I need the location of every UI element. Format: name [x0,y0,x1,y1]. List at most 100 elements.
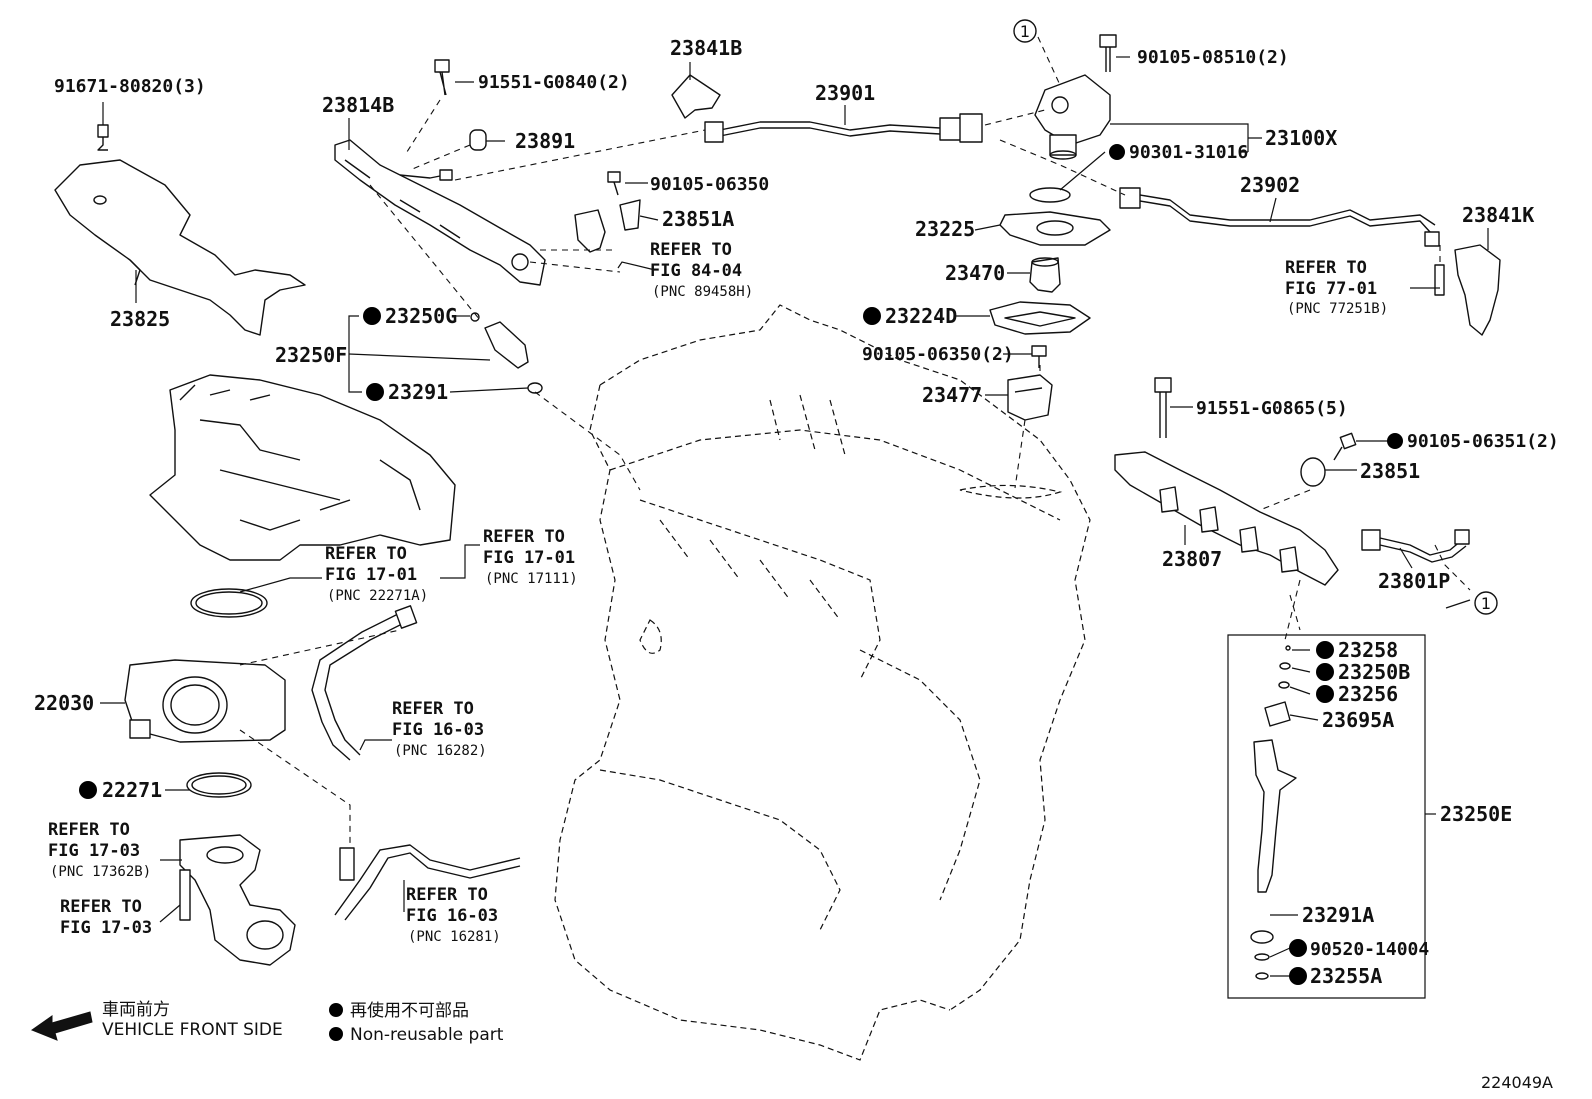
part-number-label: 23470 [945,261,1005,285]
non-reusable-dot [363,307,381,325]
part-number-label: 23250E [1440,802,1512,826]
bolt-part [607,171,621,196]
part-number-label: 22030 [34,691,94,715]
part-number-label: 23695A [1322,708,1394,732]
svg-text:1: 1 [1020,22,1030,41]
svg-text:FIG 17-03: FIG 17-03 [48,841,140,861]
bolt-part [1154,377,1172,438]
non-reusable-dot [1387,433,1403,449]
fuel-pipe-23901 [704,113,983,143]
svg-text:(PNC 17362B): (PNC 17362B) [50,864,151,880]
reference-marker-1: 1 [1474,591,1498,615]
part-number-label: 23224D [885,304,957,328]
refer-to-fig-17-03-lower[interactable]: REFER TO FIG 17-03 [60,897,152,938]
front-arrow-icon [30,1011,93,1041]
non-reusable-legend: 再使用不可部品 Non-reusable part [329,1000,504,1045]
part-number-label: 23891 [515,129,575,153]
throttle-body-part [124,659,286,743]
svg-text:FIG 77-01: FIG 77-01 [1285,279,1377,299]
dashed-leaders [239,36,1471,845]
part-labels: 91671-80820(3) 23825 23814B 91551-G0840(… [34,36,1559,988]
svg-text:(PNC 89458H): (PNC 89458H) [652,284,753,300]
non-reusable-dot [366,383,384,401]
refer-to-fig-77-01[interactable]: REFER TO FIG 77-01 (PNC 77251B) [1285,258,1388,317]
part-number-label: 23258 [1338,638,1398,662]
non-reusable-dot [1289,967,1307,985]
part-number-label: 23825 [110,307,170,331]
svg-text:REFER TO: REFER TO [392,699,474,719]
refer-to-fig-17-01-upper[interactable]: REFER TO FIG 17-01 (PNC 17111) [483,527,578,587]
clamp-part [671,74,721,119]
svg-text:REFER TO: REFER TO [325,544,407,564]
part-number-label: 23255A [1310,964,1382,988]
svg-text:再使用不可部品: 再使用不可部品 [350,1000,469,1021]
part-number-label: 90520-14004 [1310,939,1429,960]
part-number-label: 23902 [1240,173,1300,197]
part-number-label: 23814B [322,93,394,117]
svg-text:FIG 16-03: FIG 16-03 [392,720,484,740]
part-number-label: 23250G [385,304,457,328]
gasket-ring-part [190,588,268,618]
svg-text:VEHICLE FRONT SIDE: VEHICLE FRONT SIDE [102,1020,283,1040]
part-number-label: 23291A [1302,903,1374,927]
non-reusable-dot [1316,663,1334,681]
engine-block-outline [554,304,1091,1061]
fuel-pressure-sensor-part [1300,457,1326,487]
part-number-label: 23250B [1338,660,1410,684]
part-number-label: 23901 [815,81,875,105]
part-number-label: 23291 [388,380,448,404]
part-number-label: 23851 [1360,459,1420,483]
fuel-delivery-pipe-right [1114,451,1339,586]
o-ring-part [1029,187,1071,203]
part-number-label: 23250F [275,343,347,367]
fuel-delivery-pipe-left [334,139,546,286]
part-number-label: 23100X [1265,126,1337,150]
collar-part [469,129,487,151]
svg-text:FIG 17-01: FIG 17-01 [483,548,575,568]
refer-to-fig-84-04[interactable]: REFER TO FIG 84-04 (PNC 89458H) [650,240,753,300]
part-number-label: 90105-06351(2) [1407,431,1559,452]
svg-text:1: 1 [1481,594,1491,613]
gasket-part [999,211,1111,246]
refer-to-fig-17-01-lower[interactable]: REFER TO FIG 17-01 (PNC 22271A) [325,544,428,604]
refer-to-fig-16-03-lower[interactable]: REFER TO FIG 16-03 (PNC 16281) [406,885,501,945]
part-number-label: 23841B [670,36,742,60]
gasket-ring-part [186,772,252,798]
part-number-label: 90105-08510(2) [1137,47,1289,68]
refer-to-fig-17-03-upper[interactable]: REFER TO FIG 17-03 (PNC 17362B) [48,820,151,880]
intake-manifold-part [149,374,456,561]
intake-cover-part [54,124,306,336]
svg-text:FIG 16-03: FIG 16-03 [406,906,498,926]
fuel-pipe-23902 [1119,187,1440,247]
non-reusable-dot [329,1027,343,1041]
part-number-label: 90105-06350 [650,174,769,195]
svg-text:(PNC 17111): (PNC 17111) [485,571,578,587]
part-number-label: 23256 [1338,682,1398,706]
svg-text:REFER TO: REFER TO [60,897,142,917]
part-number-label: 23851A [662,207,734,231]
non-reusable-dot [329,1003,343,1017]
reference-marker-1: 1 [1013,19,1037,43]
hose-part [334,844,521,921]
non-reusable-dot [863,307,881,325]
non-reusable-dot [79,781,97,799]
non-reusable-dot [1316,685,1334,703]
injector-assembly-box [1227,634,1436,999]
part-number-label: 91671-80820(3) [54,76,206,97]
part-number-label: 90105-06350(2) [862,344,1014,365]
part-number-label: 23801P [1378,569,1450,593]
non-reusable-dot [1109,144,1125,160]
clamp-part [1434,244,1501,336]
svg-text:REFER TO: REFER TO [406,885,488,905]
svg-text:FIG 17-01: FIG 17-01 [325,565,417,585]
non-reusable-dot [1316,641,1334,659]
part-number-label: 90301-31016 [1129,142,1248,163]
part-number-label: 91551-G0865(5) [1196,398,1348,419]
svg-text:(PNC 22271A): (PNC 22271A) [327,588,428,604]
part-number-label: 91551-G0840(2) [478,72,630,93]
svg-text:車両前方: 車両前方 [102,1000,170,1020]
refer-to-fig-16-03-upper[interactable]: REFER TO FIG 16-03 (PNC 16282) [392,699,487,759]
svg-text:REFER TO: REFER TO [483,527,565,547]
lifter-part [1029,257,1061,293]
part-number-label: 23841K [1462,203,1534,227]
